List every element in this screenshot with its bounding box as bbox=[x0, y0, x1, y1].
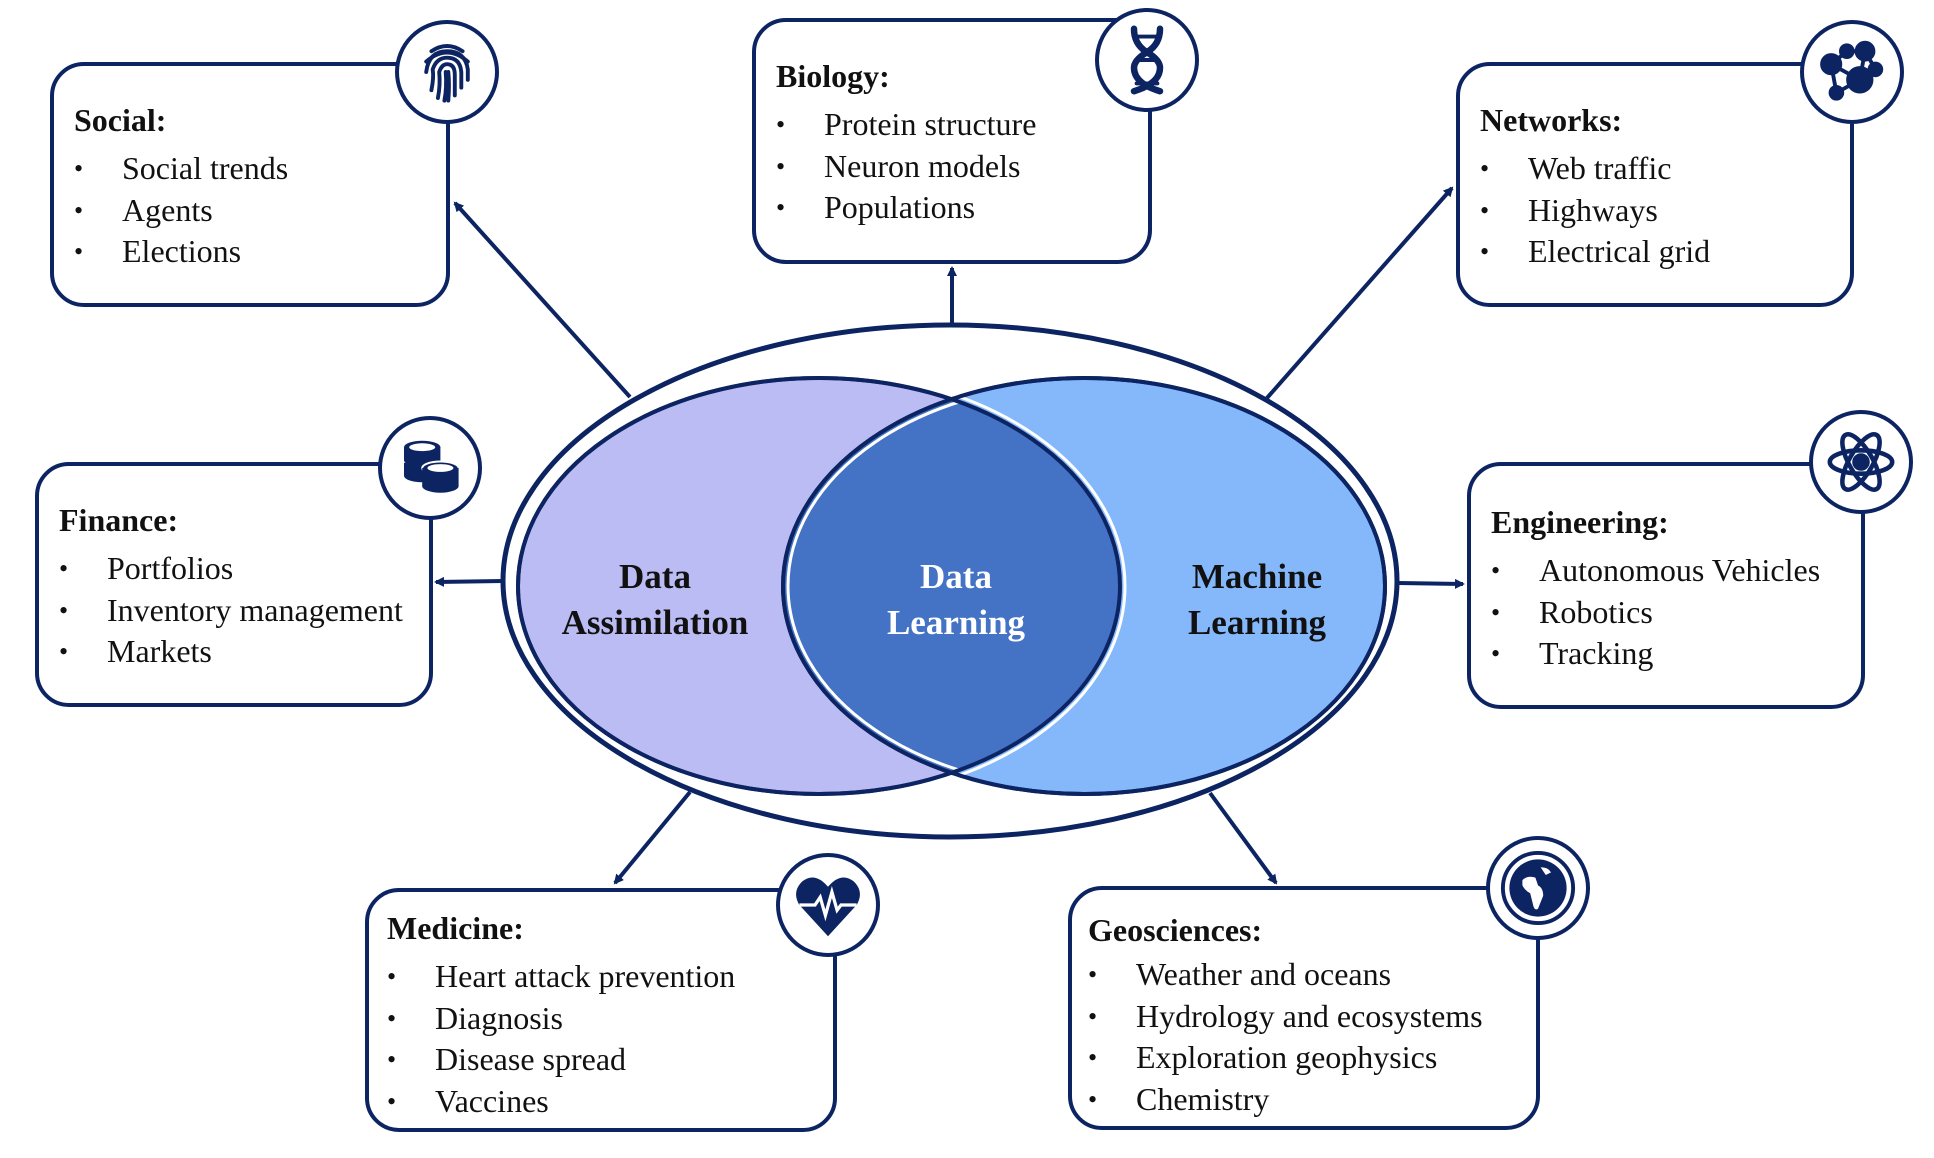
bullet: • bbox=[1480, 195, 1490, 225]
box-title: Biology: bbox=[776, 58, 890, 94]
arrow-to-networks bbox=[1265, 186, 1454, 400]
label-data-assimilation-line1: Data bbox=[619, 557, 691, 596]
bullet: • bbox=[1088, 1043, 1098, 1072]
list-item: •Highways bbox=[1480, 190, 1710, 232]
arrow-to-engineering bbox=[1397, 578, 1465, 589]
venn-data-learning bbox=[783, 378, 1120, 794]
list-item: •Protein structure bbox=[776, 104, 1036, 146]
bullet: • bbox=[387, 1086, 397, 1116]
coins-icon bbox=[378, 416, 482, 520]
list-item: •Robotics bbox=[1491, 592, 1820, 634]
box-list: •Autonomous Vehicles •Robotics •Tracking bbox=[1491, 550, 1820, 675]
box-biology: Biology: •Protein structure •Neuron mode… bbox=[752, 18, 1152, 264]
bullet: • bbox=[387, 962, 397, 991]
box-list: •Social trends •Agents •Elections bbox=[74, 148, 288, 273]
label-machine-learning-line1: Machine bbox=[1191, 557, 1323, 596]
bullet: • bbox=[1088, 1084, 1098, 1114]
label-data-assimilation: Data Assimilation bbox=[562, 554, 749, 646]
bullet: • bbox=[59, 637, 69, 666]
dna-icon bbox=[1095, 8, 1199, 112]
list-item: •Agents bbox=[74, 190, 288, 232]
list-item: •Chemistry bbox=[1088, 1079, 1483, 1121]
bullet: • bbox=[387, 1045, 397, 1074]
box-social: Social: •Social trends •Agents •Election… bbox=[50, 62, 450, 307]
list-item: •Vaccines bbox=[387, 1081, 735, 1123]
box-title: Engineering: bbox=[1491, 504, 1669, 540]
atom-icon bbox=[1809, 410, 1913, 514]
bullet: • bbox=[59, 595, 69, 625]
bullet: • bbox=[776, 151, 786, 181]
network-icon bbox=[1800, 20, 1904, 124]
box-list: •Portfolios •Inventory management •Marke… bbox=[59, 548, 403, 673]
bullet: • bbox=[776, 193, 786, 222]
bullet: • bbox=[1491, 597, 1501, 627]
bullet: • bbox=[776, 110, 786, 139]
globe-icon bbox=[1486, 836, 1590, 940]
bullet: • bbox=[74, 237, 84, 266]
box-medicine: Medicine: •Heart attack prevention •Diag… bbox=[365, 888, 837, 1132]
bullet: • bbox=[1088, 960, 1098, 989]
lens-edge-left-white bbox=[511, 371, 1127, 801]
arrow-to-geosciences bbox=[1208, 791, 1278, 885]
list-item: •Autonomous Vehicles bbox=[1491, 550, 1820, 592]
bullet: • bbox=[1491, 639, 1501, 668]
box-title: Finance: bbox=[59, 502, 179, 538]
box-list: •Heart attack prevention •Diagnosis •Dis… bbox=[387, 956, 735, 1122]
list-item: •Exploration geophysics bbox=[1088, 1037, 1483, 1079]
list-item: •Social trends bbox=[74, 148, 288, 190]
lens-edge-left-dark bbox=[516, 376, 1122, 796]
list-item: •Neuron models bbox=[776, 146, 1036, 188]
list-item: •Inventory management bbox=[59, 590, 403, 632]
box-engineering: Engineering: •Autonomous Vehicles •Robot… bbox=[1467, 462, 1865, 709]
box-title: Networks: bbox=[1480, 102, 1623, 138]
heartbeat-icon bbox=[776, 853, 880, 957]
label-machine-learning: Machine Learning bbox=[1188, 554, 1326, 646]
label-data-learning: Data Learning bbox=[887, 554, 1025, 646]
box-list: •Web traffic •Highways •Electrical grid bbox=[1480, 148, 1710, 273]
bullet: • bbox=[1088, 1001, 1098, 1031]
fingerprint-icon bbox=[395, 20, 499, 124]
box-title: Social: bbox=[74, 102, 167, 138]
bullet: • bbox=[387, 1003, 397, 1033]
box-list: •Weather and oceans •Hydrology and ecosy… bbox=[1088, 954, 1483, 1120]
list-item: •Elections bbox=[74, 231, 288, 273]
bullet: • bbox=[1491, 556, 1501, 585]
box-finance: Finance: •Portfolios •Inventory manageme… bbox=[35, 462, 433, 707]
list-item: •Heart attack prevention bbox=[387, 956, 735, 998]
arrow-to-medicine bbox=[613, 790, 692, 885]
list-item: •Weather and oceans bbox=[1088, 954, 1483, 996]
list-item: •Populations bbox=[776, 187, 1036, 229]
label-data-learning-line1: Data bbox=[920, 557, 992, 596]
bullet: • bbox=[74, 195, 84, 225]
arrow-to-finance bbox=[434, 576, 504, 587]
list-item: •Tracking bbox=[1491, 633, 1820, 675]
bullet: • bbox=[74, 154, 84, 183]
list-item: •Electrical grid bbox=[1480, 231, 1710, 273]
bullet: • bbox=[1480, 154, 1490, 183]
list-item: •Disease spread bbox=[387, 1039, 735, 1081]
list-item: •Markets bbox=[59, 631, 403, 673]
bullet: • bbox=[59, 554, 69, 583]
box-networks: Networks: •Web traffic •Highways •Electr… bbox=[1456, 62, 1854, 307]
label-data-assimilation-line2: Assimilation bbox=[561, 603, 749, 642]
box-title: Geosciences: bbox=[1088, 912, 1263, 948]
label-machine-learning-line2: Learning bbox=[1187, 603, 1327, 642]
box-geosciences: Geosciences: •Weather and oceans •Hydrol… bbox=[1068, 886, 1540, 1130]
list-item: •Hydrology and ecosystems bbox=[1088, 996, 1483, 1038]
list-item: •Diagnosis bbox=[387, 998, 735, 1040]
list-item: •Web traffic bbox=[1480, 148, 1710, 190]
arrow-to-social bbox=[453, 201, 632, 399]
box-list: •Protein structure •Neuron models •Popul… bbox=[776, 104, 1036, 229]
bullet: • bbox=[1480, 237, 1490, 266]
venn-right-outline bbox=[781, 376, 1387, 796]
box-title: Medicine: bbox=[387, 910, 524, 946]
list-item: •Portfolios bbox=[59, 548, 403, 590]
label-data-learning-line2: Learning bbox=[886, 603, 1026, 642]
